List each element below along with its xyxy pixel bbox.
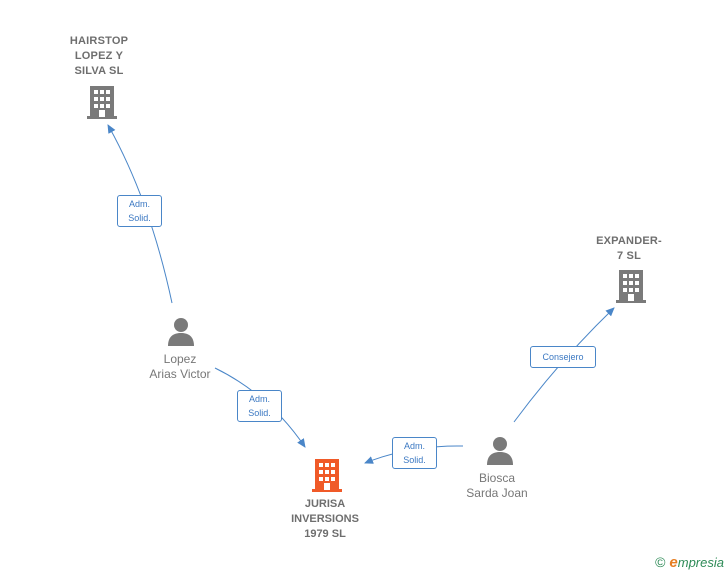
edge-label-biosca-jurisa[interactable]: Adm. Solid. xyxy=(392,437,437,469)
building-icon[interactable] xyxy=(615,268,647,304)
person-icon[interactable] xyxy=(485,435,515,465)
node-label-lopez: Lopez Arias Victor xyxy=(149,352,211,381)
brand-logo-e: e xyxy=(669,554,678,571)
brand-footer: ©empresia xyxy=(655,554,724,571)
building-icon[interactable] xyxy=(86,84,118,120)
node-label-biosca: Biosca Sarda Joan xyxy=(466,471,528,500)
edge-label-lopez-jurisa[interactable]: Adm. Solid. xyxy=(237,390,282,422)
node-label-hairstop: HAIRSTOP LOPEZ Y SILVA SL xyxy=(69,35,129,77)
copyright-icon: © xyxy=(655,554,666,570)
building-icon[interactable] xyxy=(311,457,343,493)
node-label-expander: EXPANDER- 7 SL xyxy=(596,235,662,262)
node-label-jurisa: JURISA INVERSIONS 1979 SL xyxy=(291,498,359,540)
edge-label-lopez-hairstop[interactable]: Adm. Solid. xyxy=(117,195,162,227)
brand-name: mpresia xyxy=(677,555,724,570)
edge-label-biosca-expander[interactable]: Consejero xyxy=(530,346,596,368)
person-icon[interactable] xyxy=(166,316,196,346)
